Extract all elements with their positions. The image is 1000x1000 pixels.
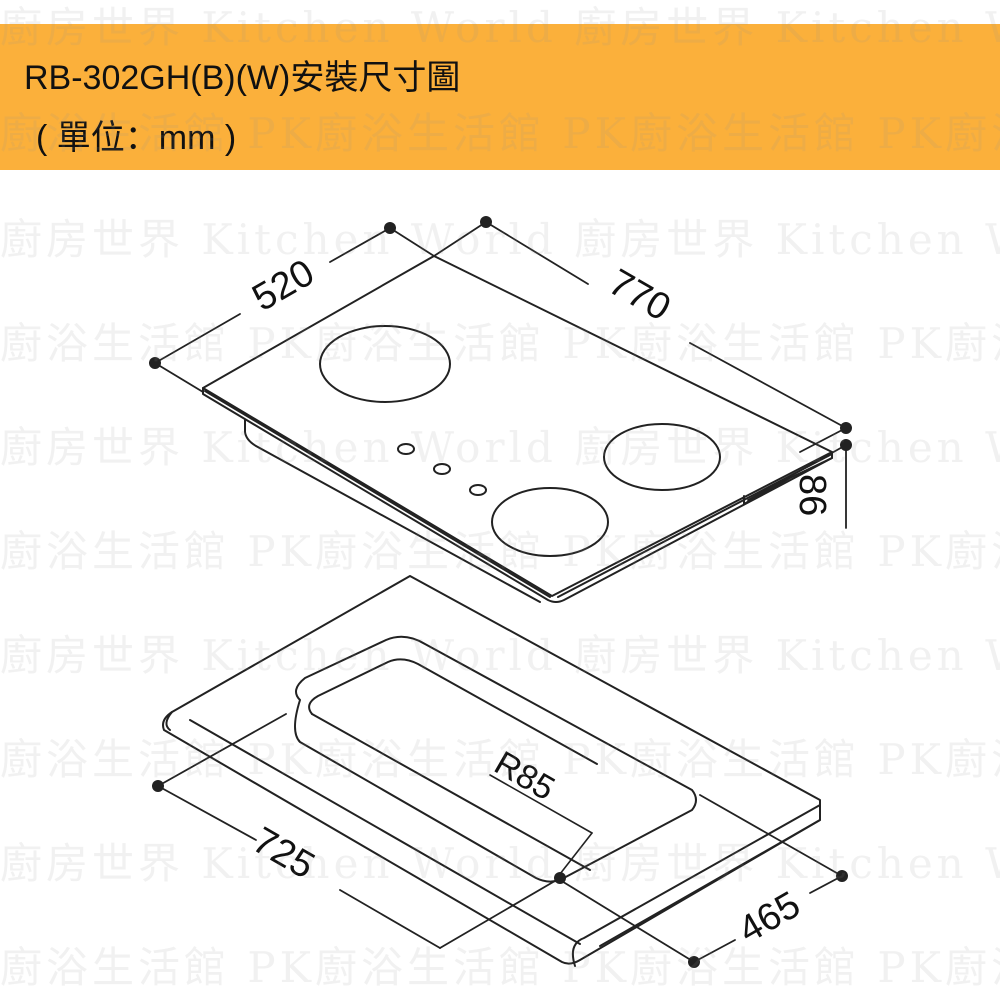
label-725: 725 xyxy=(246,819,322,887)
burner-left xyxy=(319,325,451,403)
knob-2 xyxy=(433,463,451,475)
countertop xyxy=(162,575,821,967)
dimension-520 xyxy=(154,227,435,393)
label-86: 86 xyxy=(791,474,833,516)
cooktop-body xyxy=(244,419,833,603)
r85-leader xyxy=(489,774,593,875)
cutout-opening xyxy=(294,635,697,883)
burner-front xyxy=(491,487,609,557)
label-520: 520 xyxy=(246,252,322,320)
dimension-465 xyxy=(559,794,843,963)
burner-right xyxy=(603,423,721,491)
label-465: 465 xyxy=(732,884,808,952)
label-770: 770 xyxy=(602,261,678,329)
unit-label: ( 單位：mm ) xyxy=(36,119,237,157)
knob-1 xyxy=(397,443,415,455)
label-r85: R85 xyxy=(488,744,561,808)
dimension-86 xyxy=(747,427,847,529)
header-band xyxy=(0,24,1000,170)
knob-3 xyxy=(469,484,487,496)
page-title: RB-302GH(B)(W)安裝尺寸圖 xyxy=(24,59,461,97)
dimension-770 xyxy=(433,221,847,429)
dimension-dots xyxy=(149,216,852,968)
dimension-725 xyxy=(157,713,561,949)
